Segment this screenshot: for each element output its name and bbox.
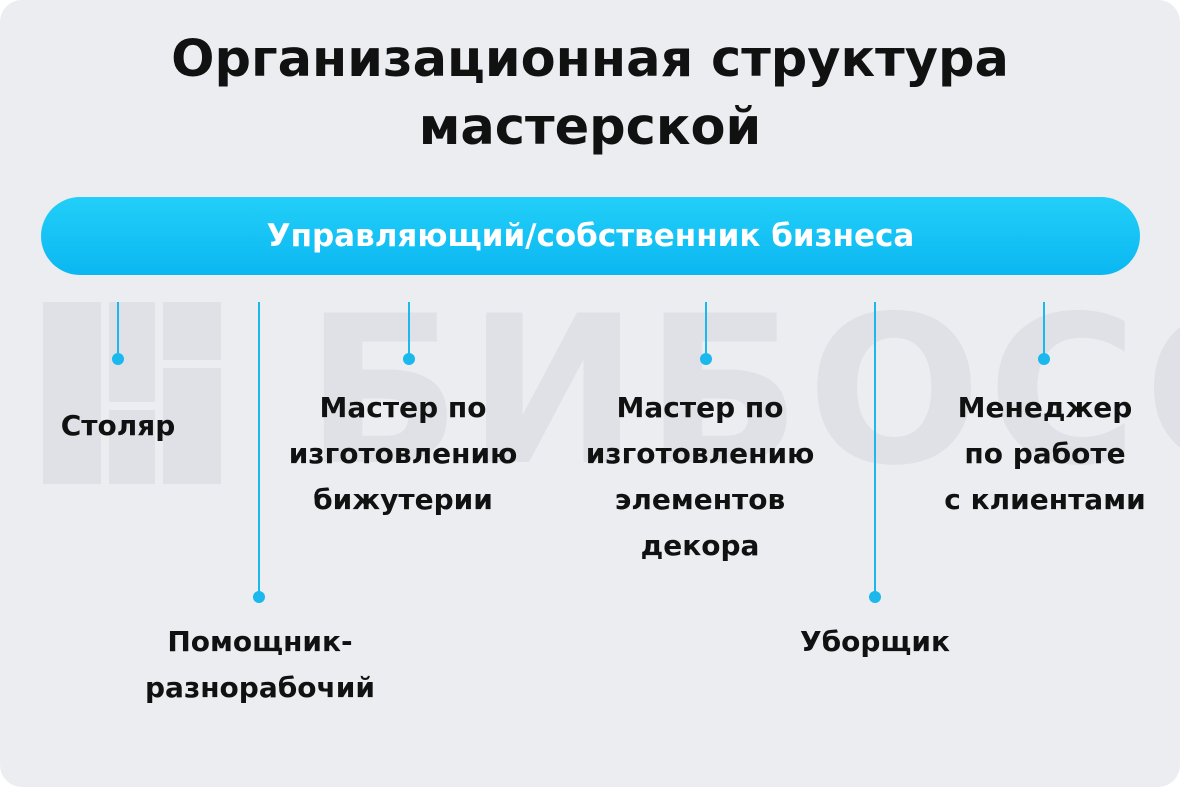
role-master-bizhuterii: Мастер по изготовлению бижутерии xyxy=(270,385,536,523)
role-master-dekora: Мастер по изготовлению элементов декора xyxy=(567,385,833,569)
role-line: Уборщик xyxy=(800,625,950,658)
connector-dot xyxy=(869,591,881,603)
connector-dot xyxy=(403,353,415,365)
role-line: с клиентами xyxy=(944,483,1146,516)
role-uborshchik: Уборщик xyxy=(785,619,965,665)
title-line-2: мастерской xyxy=(418,98,762,157)
role-line: Столяр xyxy=(60,409,176,442)
connector-dot xyxy=(700,353,712,365)
role-stolyar: Столяр xyxy=(58,403,178,449)
connector-dot xyxy=(112,353,124,365)
title-line-1: Организационная структура xyxy=(171,30,1009,89)
role-line: бижутерии xyxy=(313,483,493,516)
owner-box: Управляющий/собственник бизнеса xyxy=(41,197,1140,275)
role-line: Мастер по xyxy=(616,391,784,424)
connector-dot xyxy=(253,591,265,603)
role-line: элементов xyxy=(614,483,786,516)
role-line: по работе xyxy=(964,437,1126,470)
connector-dot xyxy=(1038,353,1050,365)
role-line: Мастер по xyxy=(319,391,487,424)
owner-label: Управляющий/собственник бизнеса xyxy=(266,218,915,254)
role-line: изготовлению xyxy=(288,437,518,470)
role-menedzher: Менеджер по работе с клиентами xyxy=(930,385,1160,523)
logo-mark-icon xyxy=(43,302,221,484)
role-line: Помощник- xyxy=(167,625,353,658)
role-line: Менеджер xyxy=(957,391,1133,424)
diagram-title: Организационная структура мастерской xyxy=(0,26,1180,162)
role-line: изготовлению xyxy=(585,437,815,470)
role-line: разнорабочий xyxy=(145,671,375,704)
role-pomoshchnik: Помощник- разнорабочий xyxy=(128,619,392,711)
role-line: декора xyxy=(640,529,760,562)
